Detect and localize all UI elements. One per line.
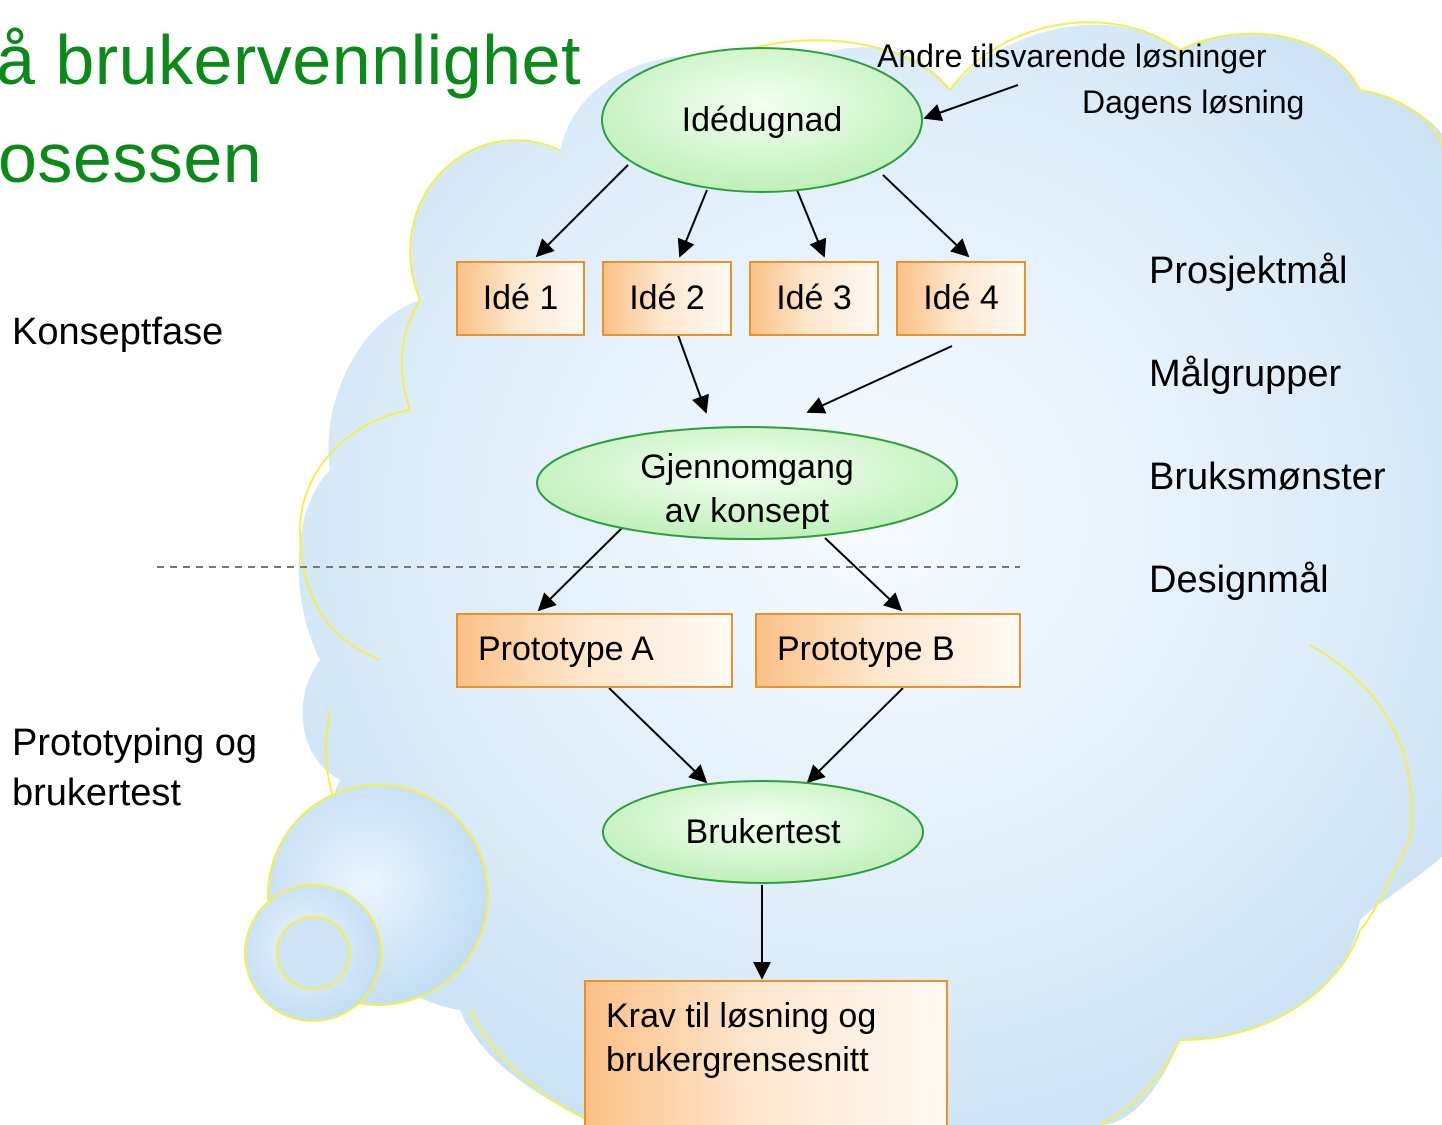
idea-box-3: [749, 261, 879, 336]
prototype-a-box: [456, 613, 733, 688]
review-label-line1: Gjennomgang: [640, 448, 854, 486]
review-label-line2: av konsept: [664, 492, 830, 530]
prototype-a-label: Prototype A: [478, 630, 654, 668]
idea-box-1: [456, 261, 585, 336]
phase-label-prototyping-line1: Prototyping og: [12, 722, 258, 764]
arrow-to-ide3: [796, 189, 827, 258]
flow-arrows: [535, 84, 1019, 980]
arrow-to-prototype-b: [824, 537, 903, 612]
idea-label-2: Idé 2: [629, 279, 705, 317]
context-item-designmal: Designmål: [1149, 559, 1329, 601]
bubble-decoration: [244, 784, 489, 1022]
idea-box-4: [896, 261, 1026, 336]
phase-label-concept: Konseptfase: [12, 311, 224, 353]
usertest-node: [602, 780, 924, 884]
context-item-bruksmonster: Bruksmønster: [1149, 456, 1386, 498]
input-annotation-line1: Andre tilsvarende løsninger: [877, 38, 1267, 74]
arrow-to-ide4: [882, 174, 970, 258]
result-box: [584, 980, 948, 1125]
usertest-label: Brukertest: [685, 813, 841, 851]
arrow-to-ide1: [535, 164, 629, 258]
page-title-line1: å brukervennlighet: [0, 21, 581, 99]
idea-label-3: Idé 3: [776, 279, 852, 317]
idea-label-1: Idé 1: [482, 279, 559, 317]
idea-box-2: [602, 261, 732, 336]
prototype-b-label: Prototype B: [777, 630, 955, 668]
arrow-ide2-to-review: [677, 334, 709, 414]
context-item-prosjektmal: Prosjektmål: [1149, 250, 1348, 292]
review-node: [536, 426, 958, 540]
phase-label-prototyping-line2: brukertest: [12, 772, 181, 814]
page-title-line2: osessen: [0, 119, 263, 197]
arrow-ide4-to-review: [806, 345, 953, 414]
idedugnad-label: Idédugnad: [681, 101, 843, 139]
context-item-malgrupper: Målgrupper: [1149, 353, 1342, 395]
input-arrow: [923, 84, 1019, 122]
result-label-line2: brukergrensesnitt: [606, 1041, 869, 1079]
arrow-to-prototype-a: [537, 527, 623, 612]
idedugnad-node: [601, 47, 923, 193]
input-annotation-line2: Dagens løsning: [1082, 84, 1305, 120]
arrow-b-to-test: [806, 687, 904, 784]
idea-label-4: Idé 4: [923, 279, 999, 317]
prototype-b-box: [755, 613, 1021, 688]
result-label-line1: Krav til løsning og: [606, 997, 877, 1035]
arrow-to-ide2: [677, 189, 708, 258]
arrow-a-to-test: [608, 687, 708, 784]
